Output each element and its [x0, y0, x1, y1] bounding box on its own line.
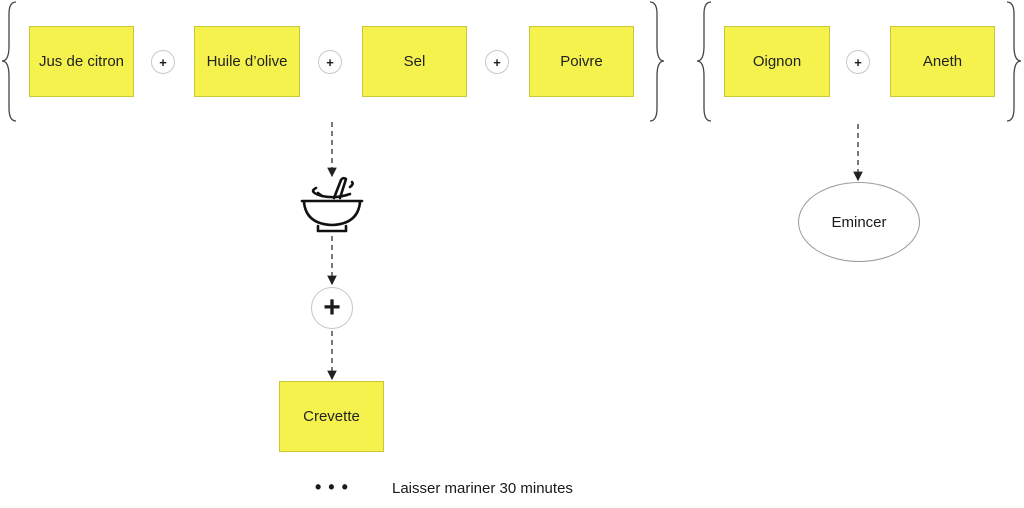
right-group-brace-open	[696, 1, 712, 122]
plus-operator: +	[485, 50, 509, 74]
ingredient-label: Crevette	[303, 408, 360, 425]
plus-operator: +	[151, 50, 175, 74]
plus-symbol: +	[493, 54, 501, 70]
ingredient-label: Oignon	[752, 53, 802, 70]
combine-plus-operator: +	[311, 287, 353, 329]
ingredient-note-poivre: Poivre	[529, 26, 634, 97]
ingredient-note-crevette: Crevette	[279, 381, 384, 452]
mortar-and-pestle-icon	[300, 176, 364, 233]
plus-symbol: +	[159, 54, 167, 70]
ingredient-label: Jus de citron	[38, 53, 125, 70]
marinate-note: Laisser mariner 30 minutes	[392, 480, 573, 497]
ingredient-label: Poivre	[560, 53, 603, 70]
plus-symbol: +	[323, 291, 341, 324]
ingredient-note-aneth: Aneth	[890, 26, 995, 97]
ingredient-note-jus-de-citron: Jus de citron	[29, 26, 134, 97]
right-group-brace-close	[1006, 1, 1022, 122]
action-label: Emincer	[831, 213, 887, 231]
left-group-brace-open	[1, 1, 17, 122]
ingredient-note-sel: Sel	[362, 26, 467, 97]
ingredient-label: Huile d’olive	[206, 53, 288, 70]
ingredient-note-oignon: Oignon	[724, 26, 830, 97]
plus-symbol: +	[326, 54, 334, 70]
plus-symbol: +	[854, 54, 862, 70]
action-emincer: Emincer	[798, 182, 920, 262]
ellipsis-dots: • • •	[315, 477, 349, 497]
ingredient-note-huile-dolive: Huile d’olive	[194, 26, 300, 97]
ingredient-label: Aneth	[922, 53, 963, 70]
plus-operator: +	[846, 50, 870, 74]
plus-operator: +	[318, 50, 342, 74]
left-group-brace-close	[649, 1, 665, 122]
ingredient-label: Sel	[403, 53, 426, 70]
